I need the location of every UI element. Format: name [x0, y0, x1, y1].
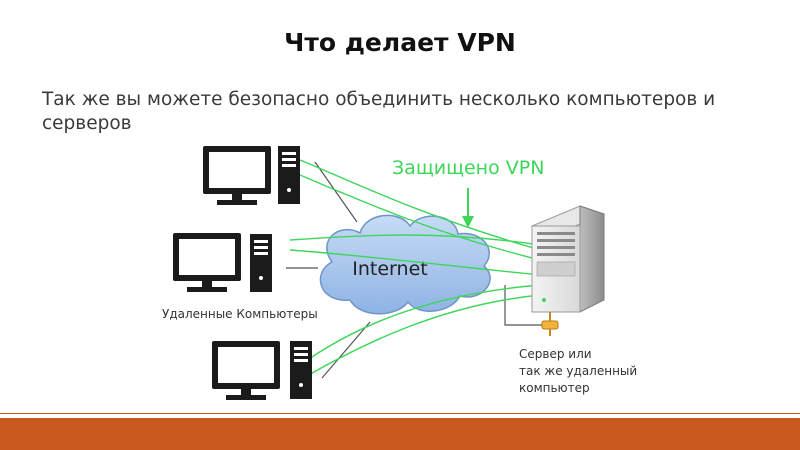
remote-computer-1: [203, 146, 300, 205]
monitor-icon: [212, 341, 280, 400]
slide-title: Что делает VPN: [284, 28, 516, 57]
remote-computer-3: [212, 341, 312, 400]
monitor-icon: [173, 233, 241, 292]
vpn-label: Защищено VPN: [392, 157, 544, 179]
pc-tower-icon: [290, 341, 312, 399]
slide-body-text: Так же вы можете безопасно объединить не…: [42, 89, 716, 134]
vpn-tunnel-lines: [289, 159, 541, 381]
footer-divider: [0, 413, 800, 414]
remote-computer-2: [173, 233, 272, 292]
internet-label: Internet: [352, 258, 427, 280]
server-label-line-2: так же удаленный: [519, 364, 637, 378]
server-label-line-1: Сервер или: [519, 347, 592, 361]
server-icon: [530, 205, 606, 313]
monitor-icon: [203, 146, 271, 205]
pc-tower-icon: [278, 146, 300, 204]
network-connector-icon: [541, 312, 559, 336]
footer-bar: [0, 418, 800, 450]
pc-tower-icon: [250, 234, 272, 292]
remote-computers-label: Удаленные Компьютеры: [162, 307, 318, 321]
server-label-line-3: компьютер: [519, 381, 590, 395]
internet-cloud: [319, 214, 491, 315]
wired-connection-lines: [286, 161, 548, 379]
vpn-arrow-icon: [462, 188, 474, 228]
